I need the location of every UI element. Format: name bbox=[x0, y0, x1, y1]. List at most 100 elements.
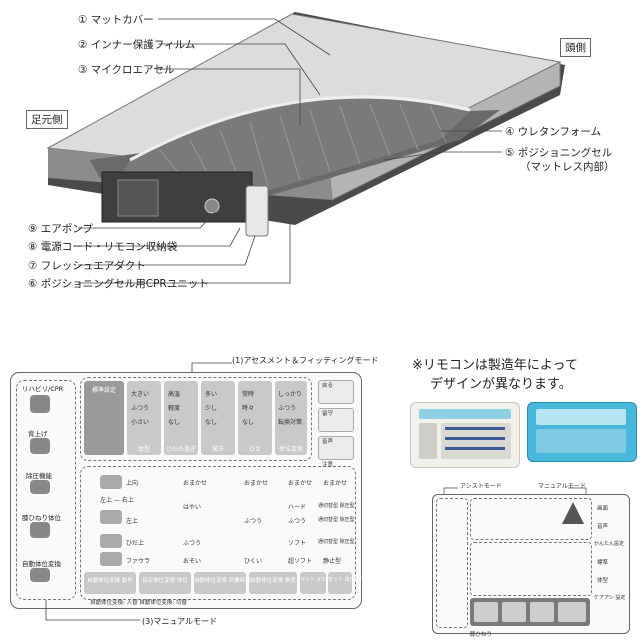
sag-label: ひだの過ぎ bbox=[165, 446, 196, 453]
a-r2-c1: なし bbox=[168, 419, 181, 426]
a-r0-c1: 高温 bbox=[168, 391, 181, 398]
manual-mode-box bbox=[80, 466, 356, 600]
assessment-box bbox=[80, 377, 312, 461]
right-btn-away[interactable] bbox=[318, 408, 354, 432]
small-callout-manual: マニュアルモード bbox=[538, 483, 586, 490]
footer-btn-firmness[interactable] bbox=[300, 572, 326, 594]
manual-small-text: 自動体位変換: 入替 自動体位変換: 切替 bbox=[90, 600, 187, 606]
remote-photo-white bbox=[410, 402, 520, 468]
small-right-item-5: ケアアシ 設定 bbox=[594, 595, 626, 601]
sweat-button[interactable] bbox=[201, 381, 235, 455]
small-right-item-4: 体型 bbox=[597, 578, 609, 584]
left-item-pressure: 除圧機能 bbox=[26, 472, 52, 480]
small-right-item-0: 画面 bbox=[597, 506, 609, 512]
cold-button[interactable] bbox=[238, 381, 272, 455]
turn-label: 体位変換 bbox=[278, 446, 303, 453]
m-r0-c1: おまかせ bbox=[183, 480, 208, 487]
small-bottom-label: 膝ひねり bbox=[470, 632, 493, 638]
mattress-illustration bbox=[46, 12, 565, 284]
m-r2-c4: 通切替型 除圧型 bbox=[318, 517, 355, 523]
label-positioning-cell-note: （マットレス内部） bbox=[520, 161, 615, 173]
a-r2-c4: 転換対策 bbox=[278, 419, 303, 426]
m-r1-c4: 通切替型 除圧型 bbox=[318, 503, 355, 509]
m-r0-c0: 上向 bbox=[126, 480, 139, 487]
m-r0-c2: おまかせ bbox=[244, 480, 269, 487]
small-manual-area bbox=[470, 542, 592, 596]
label-inner-film: ② インナー保護フィルム bbox=[78, 39, 196, 51]
m-r2-c3: ふつう bbox=[288, 518, 307, 525]
m-r3-c4: 通切替型 除圧型 bbox=[318, 539, 355, 545]
head-side-label: 頭側 bbox=[560, 38, 591, 57]
a-r1-c4: ふつう bbox=[278, 405, 297, 412]
footer-label-1: 指定体位変換 体位 bbox=[142, 578, 188, 584]
m-r4-c2: ひくい bbox=[244, 558, 263, 565]
right-btn-voice[interactable] bbox=[318, 436, 354, 460]
a-r1-c3: 時々 bbox=[242, 405, 255, 412]
footer-btn-auto-turn[interactable] bbox=[84, 572, 136, 594]
small-callout-lines bbox=[443, 487, 587, 494]
turn-button[interactable] bbox=[275, 381, 307, 455]
m-r3-c0: ひだ上 bbox=[126, 540, 145, 547]
callout-assessment-mode: (1)アセスメント＆フィッティングモード bbox=[232, 356, 379, 365]
footer-label-5: マット 除圧動作 bbox=[328, 577, 365, 583]
note-line-2: デザインが異なります。 bbox=[430, 377, 572, 392]
left-column-box bbox=[16, 380, 76, 600]
m-r4-c4: 静止型 bbox=[323, 558, 342, 565]
m-r1-c3: ハード bbox=[288, 504, 307, 511]
m-r1-c1: はやい bbox=[183, 504, 202, 511]
label-fresh-air-duct: ⑦ フレッシュエアダクト bbox=[28, 260, 146, 272]
left-item-auto-turn: 自動体位変換 bbox=[22, 560, 61, 568]
m-r0-c4: おまかせ bbox=[323, 480, 348, 487]
small-assist-area bbox=[470, 498, 592, 540]
body-type-button[interactable] bbox=[127, 381, 161, 455]
label-air-pump: ⑨ エアポンプ bbox=[28, 223, 93, 235]
footer-label-2: 自動体位変換 所要時間 bbox=[194, 578, 251, 584]
turn-up-icon bbox=[100, 475, 122, 489]
m-r1-c0: 左上 — 右上 bbox=[100, 497, 134, 504]
a-r0-c4: しっかり bbox=[278, 391, 303, 398]
a-r2-c0: 小さい bbox=[131, 419, 150, 426]
foot-side-label: 足元側 bbox=[26, 110, 68, 129]
a-r2-c3: なし bbox=[242, 419, 255, 426]
small-right-item-2: かんたん設定 bbox=[594, 541, 625, 547]
label-power-cord-bag: ⑧ 電源コード・リモコン収納袋 bbox=[28, 241, 178, 253]
m-r3-c1: ふつう bbox=[183, 540, 202, 547]
callout-bracket-bottom bbox=[45, 600, 140, 621]
right-btn-back[interactable] bbox=[318, 380, 354, 404]
small-right-item-3: 標準 bbox=[597, 560, 609, 566]
back-raise-icon bbox=[30, 438, 50, 454]
a-r0-c2: 多い bbox=[205, 391, 218, 398]
small-bottom-btn-3[interactable] bbox=[530, 602, 554, 622]
fowler-icon bbox=[100, 552, 122, 566]
label-cpr-unit: ⑥ ポジショニングセル用CPRユニット bbox=[28, 278, 209, 290]
a-r1-c2: 少し bbox=[205, 405, 218, 412]
footer-btn-angle[interactable] bbox=[249, 572, 297, 594]
callout-manual-mode: (3)マニュアルモード bbox=[142, 617, 218, 626]
right-label-away: 留守 bbox=[322, 411, 334, 417]
small-callout-assist: アシストモード bbox=[460, 483, 502, 490]
callout-bracket-top bbox=[191, 362, 232, 373]
footer-label-3: 自動体位変換 角度 bbox=[250, 578, 296, 584]
turn-sag-icon bbox=[100, 534, 122, 548]
small-bottom-btn-4[interactable] bbox=[558, 602, 586, 622]
rehab-icon bbox=[30, 395, 50, 413]
right-label-voice: 音声 bbox=[322, 439, 334, 445]
standard-setting-label: 標準設定 bbox=[91, 387, 116, 394]
m-r4-c0: ファウラ bbox=[126, 558, 151, 565]
right-label-back: 戻る bbox=[322, 383, 334, 389]
label-positioning-cell: ⑤ ポジショニングセル bbox=[505, 147, 613, 159]
micro-air-cells bbox=[120, 98, 470, 190]
footer-btn-pressure[interactable] bbox=[328, 572, 352, 594]
small-bottom-btn-2[interactable] bbox=[502, 602, 526, 622]
a-r0-c0: 大きい bbox=[131, 391, 150, 398]
cold-label: ひえ bbox=[248, 446, 261, 453]
m-r2-c0: 左上 bbox=[126, 518, 139, 525]
small-bottom-btn-1[interactable] bbox=[474, 602, 498, 622]
pressure-icon bbox=[30, 480, 50, 494]
sag-button[interactable] bbox=[164, 381, 198, 455]
footer-label-0: 自動体位変換 動作 bbox=[87, 578, 133, 584]
footer-btn-position[interactable] bbox=[139, 572, 191, 594]
standard-setting-button[interactable] bbox=[84, 381, 124, 455]
label-mattress-cover: ① マットカバー bbox=[78, 14, 154, 26]
footer-btn-duration[interactable] bbox=[194, 572, 246, 594]
